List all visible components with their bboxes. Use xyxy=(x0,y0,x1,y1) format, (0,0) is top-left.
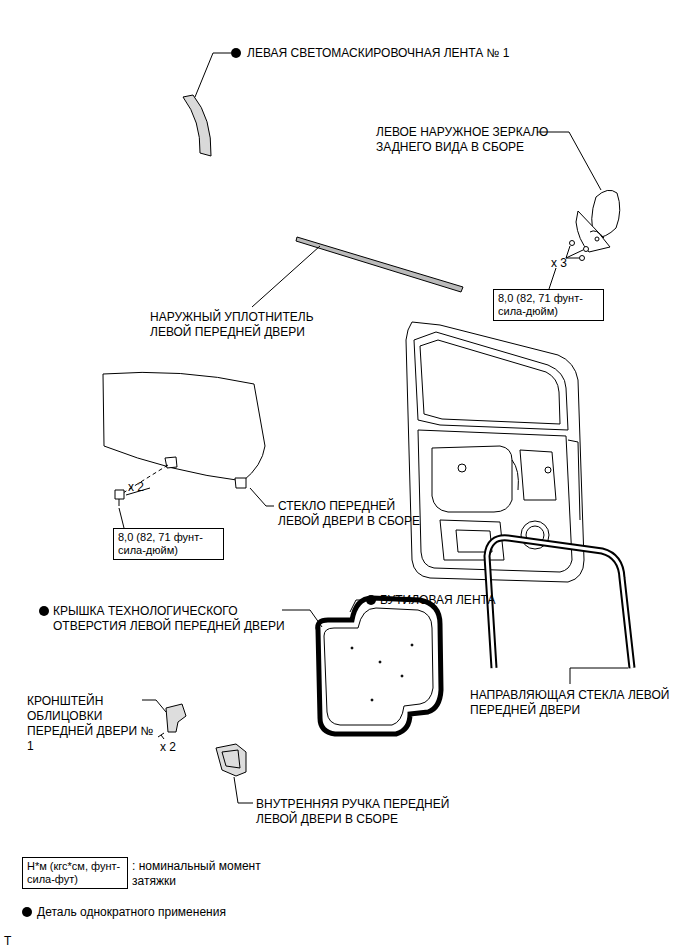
legend-torque-box: Н*м (кгс*см, фунт-сила-фут) xyxy=(22,857,128,889)
leader-line xyxy=(119,508,124,528)
part-name: T xyxy=(4,934,24,949)
glass-run-channel xyxy=(487,538,632,668)
part-name: СТЕКЛО ПЕРЕДНЕЙ ЛЕВОЙ ДВЕРИ В СБОРЕ xyxy=(278,499,438,529)
leader-line xyxy=(250,488,274,506)
torque-value: 8,0 (82, 71 фунт-сила-дюйм) xyxy=(118,531,219,557)
torque-value: Н*м (кгс*см, фунт-сила-фут) xyxy=(27,860,123,886)
torque-value: 8,0 (82, 71 фунт-сила-дюйм) xyxy=(498,292,599,318)
part-name: КРЫШКА ТЕХНОЛОГИЧЕСКОГО ОТВЕРСТИЯ ЛЕВОЙ … xyxy=(53,604,298,634)
leader-line xyxy=(282,610,322,627)
leader-line xyxy=(350,600,366,612)
legend-text: : номинальный момент затяжки xyxy=(132,859,262,889)
part-name: ВНУТРЕННЯЯ РУЧКА ПЕРЕДНЕЙ ЛЕВОЙ ДВЕРИ В … xyxy=(256,797,451,827)
trim-bracket xyxy=(166,704,186,732)
one-time-part-dot xyxy=(231,48,241,58)
quantity-mark: x 3 xyxy=(551,256,591,271)
torque-box: 8,0 (82, 71 фунт-сила-дюйм) xyxy=(493,289,604,321)
one-time-part-dot xyxy=(22,907,32,917)
quantity-mark: x 2 xyxy=(128,480,168,495)
quantity-mark: x 2 xyxy=(160,740,200,755)
leader-line xyxy=(252,246,320,307)
part-name: НАРУЖНЫЙ УПЛОТНИТЕЛЬ ЛЕВОЙ ПЕРЕДНЕЙ ДВЕР… xyxy=(150,310,350,340)
leader-line xyxy=(566,250,583,258)
leader-line xyxy=(566,258,579,259)
part-name: ЛЕВОЕ НАРУЖНОЕ ЗЕРКАЛО ЗАДНЕГО ВИДА В СБ… xyxy=(376,125,571,155)
leader-line xyxy=(195,53,231,97)
light-shield-tape xyxy=(183,95,211,156)
part-name: ЛЕВАЯ СВЕТОМАСКИРОВОЧНАЯ ЛЕНТА № 1 xyxy=(247,46,567,61)
door-glass xyxy=(103,372,265,488)
service-hole-cover xyxy=(318,598,441,734)
one-time-part-dot xyxy=(366,595,376,605)
screw-symbol xyxy=(158,733,164,739)
torque-box: 8,0 (82, 71 фунт-сила-дюйм) xyxy=(113,528,224,560)
leader-line xyxy=(234,777,253,803)
outer-mirror xyxy=(576,190,620,252)
inside-handle xyxy=(216,744,246,776)
part-name: БУТИЛОВАЯ ЛЕНТА xyxy=(380,593,500,608)
bolt-symbol xyxy=(115,490,124,506)
leader-line xyxy=(549,268,556,289)
leader-line xyxy=(570,668,628,684)
outer-weatherstrip xyxy=(296,237,463,292)
glass-run-channel xyxy=(487,538,632,668)
leader-line xyxy=(142,700,166,712)
part-name: НАПРАВЛЯЮЩАЯ СТЕКЛА ЛЕВОЙ ПЕРЕДНЕЙ ДВЕРИ xyxy=(470,688,675,718)
leader-line xyxy=(537,132,601,190)
one-time-part-dot xyxy=(39,606,49,616)
legend-text: Деталь однократного применения xyxy=(37,905,297,920)
part-name: КРОНШТЕЙН ОБЛИЦОВКИ ПЕРЕДНЕЙ ДВЕРИ № 1 xyxy=(27,694,155,754)
